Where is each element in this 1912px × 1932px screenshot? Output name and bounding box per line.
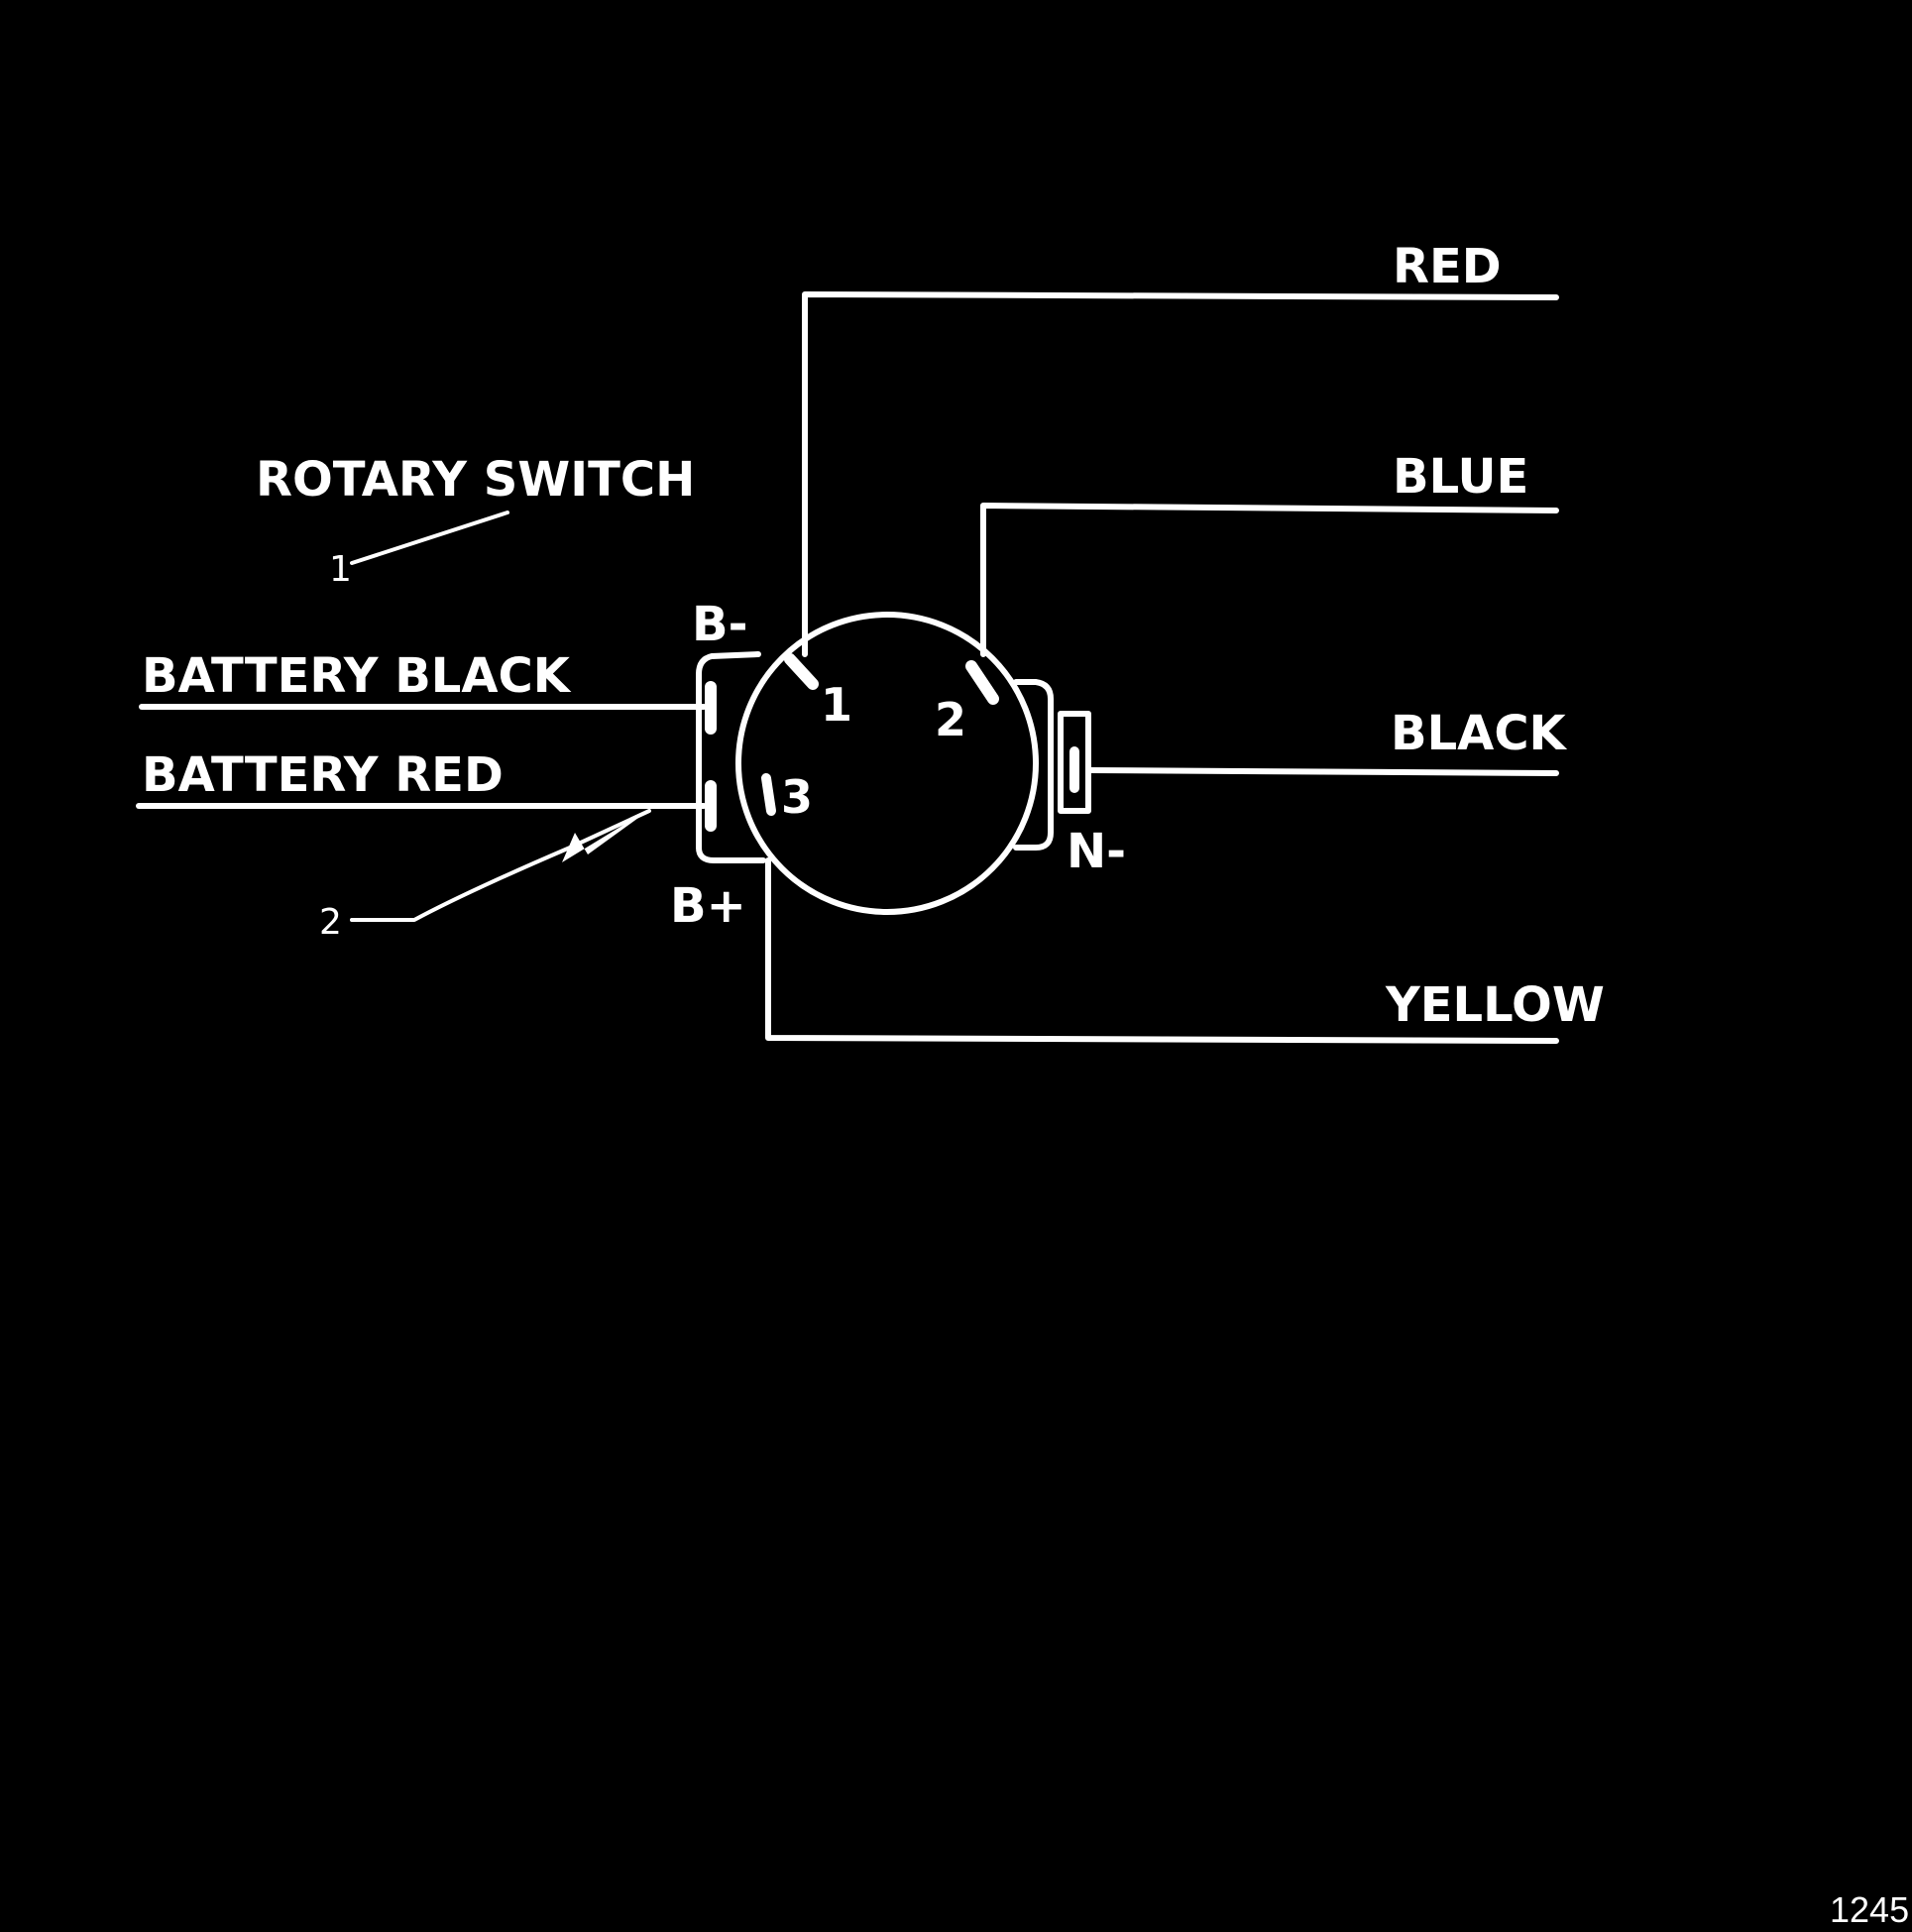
n-minus-label: N- — [1067, 824, 1126, 879]
pin-3-contact — [761, 773, 776, 816]
b-minus-label: B- — [692, 597, 748, 652]
blue-wire — [980, 503, 1559, 657]
rotary-switch-title: ROTARY SWITCH — [256, 452, 695, 508]
callout-1-number: 1 — [329, 549, 352, 590]
yellow-wire-label: YELLOW — [1385, 977, 1605, 1033]
black-wire-label: BLACK — [1391, 706, 1568, 761]
black-wire — [1085, 767, 1559, 776]
callout-1-leader — [350, 511, 509, 565]
pin-1-label: 1 — [821, 678, 852, 732]
pin-2-contact — [965, 660, 999, 705]
red-wire-label: RED — [1393, 239, 1502, 294]
red-wire — [802, 291, 1559, 657]
right-connector-housing — [1013, 679, 1054, 851]
pin-2-label: 2 — [935, 693, 966, 746]
callout-2-arrowhead — [562, 805, 656, 862]
left-connector-housing — [696, 651, 766, 863]
battery-black-label: BATTERY BLACK — [142, 648, 572, 704]
b-plus-label: B+ — [670, 878, 746, 934]
pin-3-label: 3 — [781, 770, 813, 824]
callout-2-number: 2 — [319, 902, 342, 943]
pin-1-contact — [784, 653, 819, 690]
rotary-switch-body — [735, 612, 1039, 915]
n-minus-housing — [1058, 711, 1091, 814]
battery-red-label: BATTERY RED — [142, 747, 504, 803]
yellow-wire — [765, 857, 1559, 1044]
callout-2-leader — [350, 809, 651, 922]
blue-wire-label: BLUE — [1393, 449, 1528, 505]
figure-number: 1245 — [1830, 1889, 1910, 1930]
